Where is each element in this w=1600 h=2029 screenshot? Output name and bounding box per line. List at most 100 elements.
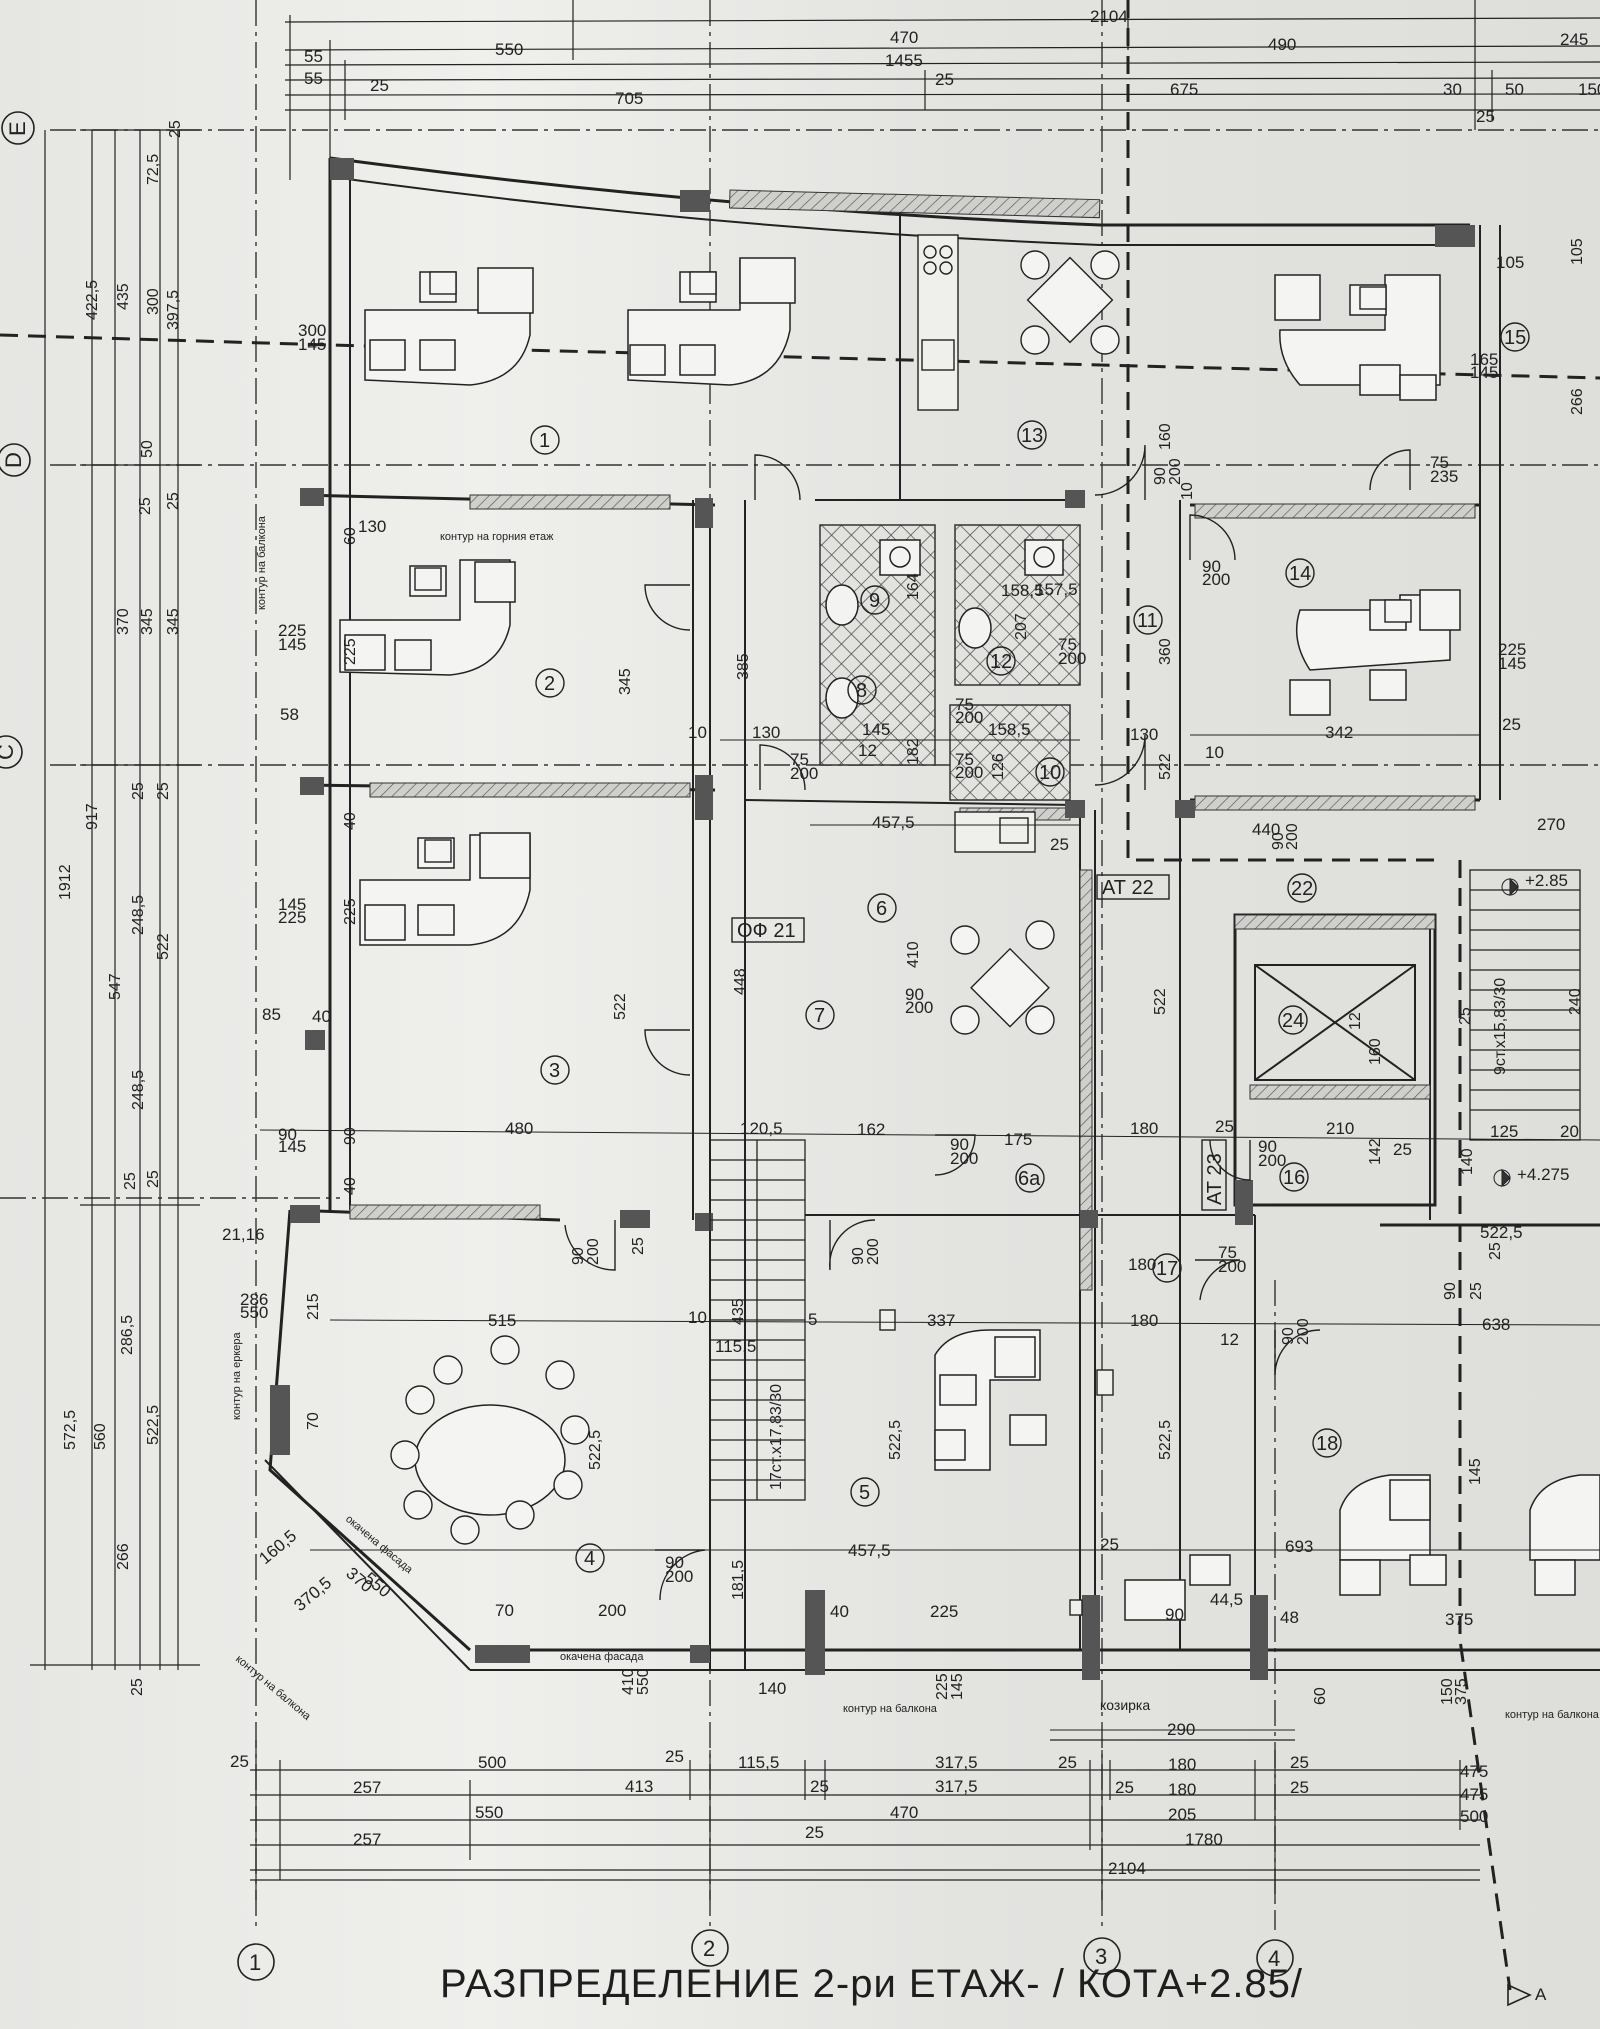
door-swings bbox=[564, 444, 1411, 1601]
axis-bubble-2 bbox=[691, 1929, 729, 1967]
section-marker-a: A bbox=[1507, 1983, 1547, 2007]
dimension-label: 25 bbox=[1393, 1140, 1412, 1159]
wall-fills bbox=[349, 189, 1476, 1291]
dimension-label: 25 bbox=[1050, 835, 1069, 854]
dimension-label: 200 bbox=[1058, 649, 1086, 668]
dimension-label: 638 bbox=[1482, 1315, 1510, 1334]
left-dimension-text: 1912 917 547 572,5 422,5 435 300 397,5 7… bbox=[57, 120, 184, 1696]
room-4: 4 bbox=[584, 1548, 595, 1570]
dimension-label: 1780 bbox=[1185, 1830, 1223, 1849]
bottom-dimension-lines bbox=[250, 1739, 1480, 1900]
dimension-label: 90 bbox=[570, 1247, 587, 1265]
dimension-label: 90 bbox=[1442, 1282, 1459, 1300]
room-11: 11 bbox=[1137, 610, 1158, 632]
dimension-label: 200 bbox=[598, 1601, 626, 1620]
dimension-label: 317,5 bbox=[935, 1753, 978, 1772]
dimension-label: 200 bbox=[1202, 570, 1230, 589]
dimension-label: 10 bbox=[1205, 743, 1224, 762]
dimension-label: 115,5 bbox=[738, 1753, 779, 1772]
dimension-label: 385 bbox=[735, 653, 752, 680]
dimension-label: 300 bbox=[298, 321, 326, 340]
drawing-title: РАЗПРЕДЕЛЕНИЕ 2-ри ЕТАЖ- / КОТА+2.85/ bbox=[440, 1962, 1304, 2006]
room-tag-text: ОФ 21 АТ 22 АТ 23 bbox=[737, 877, 1226, 1205]
dim-top-490: 490 bbox=[1268, 35, 1296, 54]
dimension-label: 457,5 bbox=[872, 813, 915, 832]
dim-left-345a: 345 bbox=[139, 608, 156, 635]
axis-bubble-4 bbox=[1256, 1939, 1294, 1977]
level-2-85: +2.85 bbox=[1525, 871, 1568, 890]
axis-label-1: 1 bbox=[249, 1950, 261, 1975]
dimension-label: 522,5 bbox=[1157, 1420, 1174, 1460]
dimension-label: 375 bbox=[1453, 1678, 1470, 1705]
dim-left-286-5: 286,5 bbox=[119, 1315, 136, 1355]
dimension-label: 25 bbox=[1058, 1753, 1077, 1772]
dim-left-370: 370 bbox=[115, 608, 132, 635]
dimension-label: 140 bbox=[1459, 1148, 1476, 1175]
dimension-label: 522 bbox=[612, 993, 629, 1020]
dim-left-248-5b: 248,5 bbox=[130, 1070, 147, 1110]
dimension-label: 25 bbox=[1290, 1778, 1309, 1797]
dimension-label: 160,5 bbox=[255, 1526, 300, 1568]
dimension-label: 20 bbox=[1560, 1122, 1579, 1141]
dimension-label: 225 bbox=[342, 638, 359, 665]
room-10: 10 bbox=[1039, 762, 1061, 784]
dimension-label: 70 bbox=[305, 1412, 322, 1430]
chairs bbox=[390, 250, 1412, 1545]
dimension-label: 25 bbox=[1215, 1117, 1234, 1136]
dim-top-55b: 55 bbox=[304, 69, 323, 88]
room-24: 24 bbox=[1282, 1010, 1304, 1032]
dimension-label: 25 bbox=[1468, 1282, 1485, 1300]
dimension-label: 25 bbox=[810, 1777, 829, 1796]
dimension-label: 470 bbox=[890, 1803, 918, 1822]
dimension-label: 200 bbox=[865, 1238, 882, 1265]
room-number-text: 1 2 3 4 5 6 6а 7 8 9 10 11 12 13 14 15 1… bbox=[539, 327, 1526, 1570]
dimension-label: 145 bbox=[278, 1137, 306, 1156]
dimension-label: 160 bbox=[1367, 1038, 1384, 1065]
dimension-label: 90 bbox=[1152, 467, 1169, 485]
dimension-label: 317,5 bbox=[935, 1777, 978, 1796]
dim-left-25b: 25 bbox=[137, 497, 154, 515]
axis-label-2: 2 bbox=[703, 1936, 715, 1961]
dimension-label: 158,5 bbox=[1001, 581, 1044, 600]
note-balcony-2: контур на балкона bbox=[843, 1703, 938, 1715]
note-upper-floor: контур на горния етаж bbox=[440, 531, 554, 543]
dimension-label: 225 bbox=[934, 1673, 951, 1700]
dim-top-150: 150 bbox=[1578, 80, 1600, 99]
dim-left-522-5: 522,5 bbox=[145, 1405, 162, 1445]
dim-left-25c: 25 bbox=[165, 492, 182, 510]
dimension-label: 200 bbox=[790, 764, 818, 783]
dimension-label: 158,5 bbox=[988, 720, 1031, 739]
tag-at-23: АТ 23 bbox=[1204, 1153, 1226, 1205]
dim-left-397-5: 397,5 bbox=[165, 290, 182, 330]
dimension-label: 200 bbox=[665, 1567, 693, 1586]
dim-left-917: 917 bbox=[84, 803, 101, 830]
room-2: 2 bbox=[544, 673, 555, 695]
tag-of-21: ОФ 21 bbox=[737, 920, 796, 942]
dimension-label: 40 bbox=[342, 1177, 359, 1195]
stair-notes: 17ст.х17,83/30 9ст.х15,83/30 bbox=[768, 978, 1509, 1490]
dimension-label: 522 bbox=[1157, 753, 1174, 780]
dimension-label: 175 bbox=[1004, 1130, 1032, 1149]
dimension-label: 225 bbox=[1498, 640, 1526, 659]
dimension-label: 90 bbox=[850, 1247, 867, 1265]
dim-top-1455: 1455 bbox=[885, 51, 923, 70]
dimension-label: 25 bbox=[230, 1752, 249, 1771]
dimension-label: 75 bbox=[1058, 635, 1077, 654]
dimension-label: 130 bbox=[752, 723, 780, 742]
dimension-label: 142 bbox=[1367, 1138, 1384, 1165]
dimension-label: 160 bbox=[1157, 423, 1174, 450]
axis-bubble-d bbox=[0, 443, 31, 477]
dim-left-25e: 25 bbox=[155, 782, 172, 800]
dimension-label: 120,5 bbox=[740, 1119, 783, 1138]
dimension-label: 75 bbox=[955, 695, 974, 714]
axis-bubble-3 bbox=[1083, 1937, 1121, 1975]
sanitary-fixtures bbox=[825, 539, 1064, 719]
dimension-label: 90 bbox=[1165, 1605, 1184, 1624]
note-bay: контур на еркера bbox=[231, 1332, 243, 1420]
dimension-label: 225 bbox=[278, 908, 306, 927]
dimension-label: 515 bbox=[488, 1311, 516, 1330]
dim-top-25c: 25 bbox=[1476, 107, 1495, 126]
dim-top-675: 675 bbox=[1170, 80, 1198, 99]
dimension-label: 145 bbox=[1470, 363, 1498, 382]
